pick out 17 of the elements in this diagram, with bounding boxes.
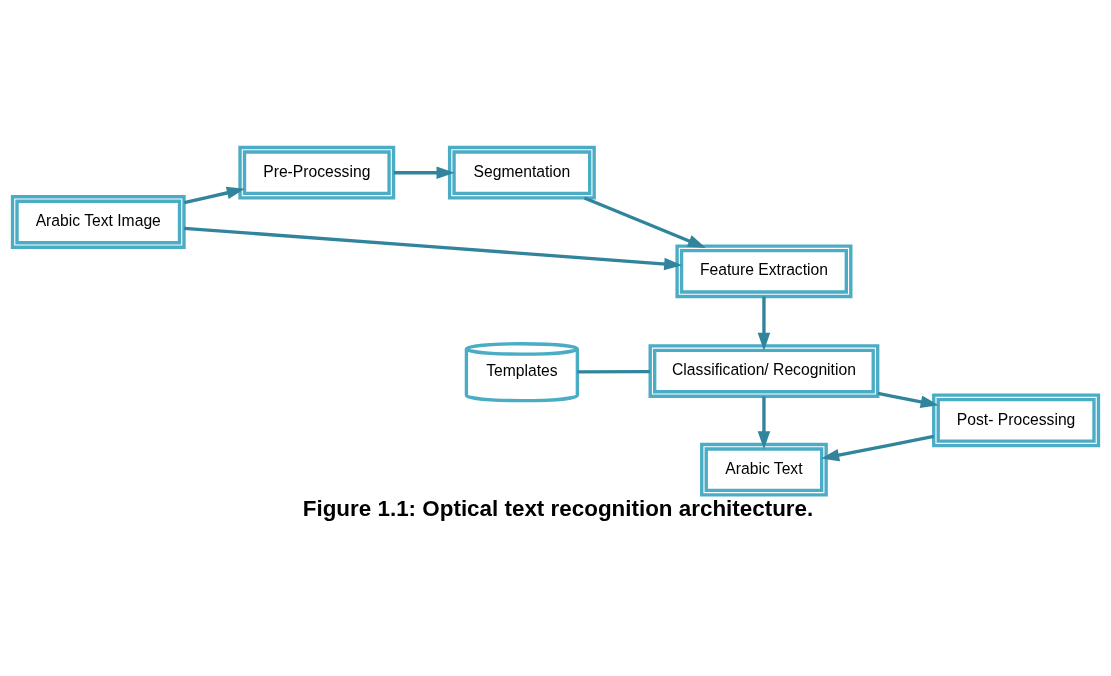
node-box: Classification/ Recognition <box>648 344 880 398</box>
node-box: Segmentation <box>447 145 596 200</box>
arrow <box>757 296 771 351</box>
node-box: Post- Processing <box>932 393 1101 448</box>
arrow <box>393 166 455 179</box>
caption: Figure 1.1: Optical text recognition architecture. <box>302 496 814 522</box>
arrow <box>183 226 683 271</box>
arrow <box>877 391 939 408</box>
arrow <box>821 434 935 462</box>
node-box: Arabic Text Image <box>10 195 186 249</box>
arrow <box>583 196 706 248</box>
arrow <box>183 186 245 205</box>
arrow <box>757 396 771 450</box>
node-box: Arabic Text <box>700 442 828 497</box>
node-box: Pre-Processing <box>238 145 396 200</box>
connector <box>577 369 650 374</box>
node-box: Feature Extraction <box>675 244 853 299</box>
